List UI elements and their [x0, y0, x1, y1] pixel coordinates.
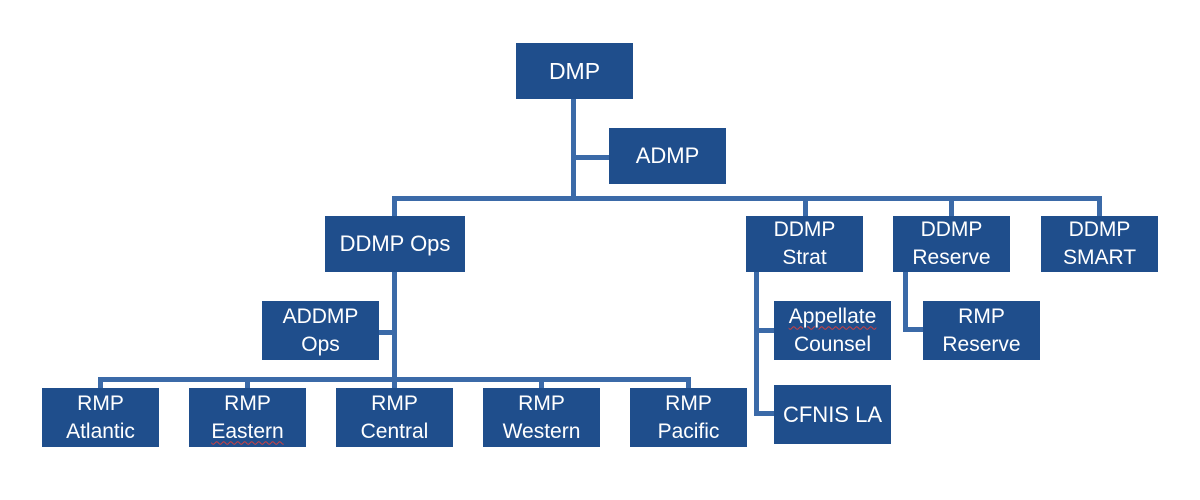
node-ddmp-smart: DDMP SMART — [1041, 216, 1158, 272]
connector-strat-trunk — [754, 272, 759, 416]
node-appellate-counsel-line2: Counsel — [793, 332, 872, 356]
node-ddmp-strat: DDMP Strat — [746, 216, 863, 272]
node-admp: ADMP — [609, 128, 726, 184]
node-rmp-eastern-line2: Eastern — [211, 419, 284, 443]
connector-to-rmp-eastern — [245, 377, 250, 389]
node-addmp-ops: ADDMP Ops — [262, 301, 379, 360]
connector-addmp-branch — [378, 330, 396, 335]
node-rmp-eastern: RMP Eastern — [189, 388, 306, 447]
node-ddmp-strat-line2: Strat — [782, 246, 827, 269]
node-rmp-western-line2: Western — [502, 419, 581, 443]
connector-reserve-trunk — [903, 272, 908, 332]
connector-level2-bus — [392, 196, 1102, 201]
connector-to-ddmp-smart — [1097, 196, 1102, 216]
node-rmp-eastern-line1: RMP — [224, 391, 271, 415]
node-ddmp-reserve-line1: DDMP — [920, 218, 983, 241]
node-ddmp-smart-line2: SMART — [1062, 246, 1137, 269]
connector-to-ddmp-strat — [803, 196, 808, 216]
node-ddmp-reserve: DDMP Reserve — [893, 216, 1010, 272]
connector-to-rmp-central — [392, 377, 397, 389]
node-rmp-atlantic: RMP Atlantic — [42, 388, 159, 447]
connector-ops-trunk — [392, 272, 397, 380]
node-rmp-western-line1: RMP — [518, 391, 565, 415]
connector-to-cfnis — [754, 411, 774, 416]
node-dmp-label: DMP — [548, 58, 601, 84]
node-rmp-central-line2: Central — [360, 419, 429, 443]
connector-to-rmp-western — [539, 377, 544, 389]
node-appellate-counsel-line1: Appellate — [788, 304, 877, 328]
node-rmp-central: RMP Central — [336, 388, 453, 447]
node-rmp-western: RMP Western — [483, 388, 600, 447]
node-appellate-counsel: Appellate Counsel — [774, 301, 891, 360]
node-rmp-reserve: RMP Reserve — [923, 301, 1040, 360]
node-dmp: DMP — [516, 43, 633, 99]
node-addmp-ops-line2: Ops — [301, 332, 340, 356]
connector-to-rmp-pacific — [686, 377, 691, 389]
connector-to-appellate — [754, 328, 774, 333]
node-ddmp-smart-line1: DDMP — [1068, 218, 1131, 241]
node-rmp-atlantic-line1: RMP — [77, 391, 124, 415]
connector-to-ddmp-reserve — [949, 196, 954, 216]
node-rmp-reserve-line2: Reserve — [942, 332, 1021, 356]
connector-admp-branch — [571, 155, 611, 160]
node-rmp-central-line1: RMP — [371, 391, 418, 415]
node-addmp-ops-line1: ADDMP — [282, 304, 359, 328]
connector-to-rmp-reserve — [903, 327, 924, 332]
node-rmp-reserve-line1: RMP — [958, 304, 1005, 328]
node-ddmp-reserve-line2: Reserve — [912, 246, 991, 269]
connector-to-ddmp-ops — [392, 196, 397, 216]
connector-dmp-trunk — [571, 98, 576, 200]
node-ddmp-ops: DDMP Ops — [325, 216, 465, 272]
node-ddmp-ops-label: DDMP Ops — [339, 231, 451, 256]
node-cfnis-la: CFNIS LA — [774, 385, 891, 444]
node-rmp-pacific-line2: Pacific — [657, 419, 720, 443]
node-rmp-pacific-line1: RMP — [665, 391, 712, 415]
node-rmp-pacific: RMP Pacific — [630, 388, 747, 447]
node-cfnis-la-label: CFNIS LA — [782, 401, 883, 427]
node-admp-label: ADMP — [635, 143, 700, 168]
connector-to-rmp-atlantic — [98, 377, 103, 389]
node-ddmp-strat-line1: DDMP — [773, 218, 836, 241]
node-rmp-atlantic-line2: Atlantic — [66, 419, 135, 443]
